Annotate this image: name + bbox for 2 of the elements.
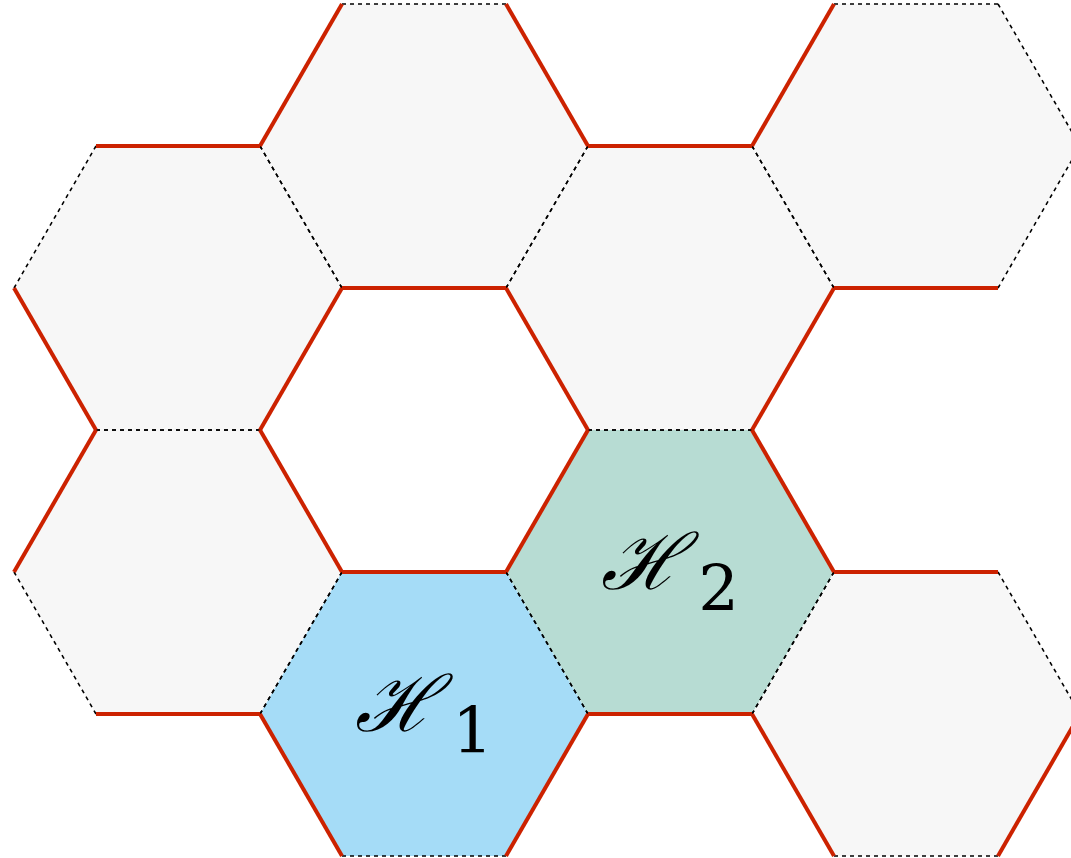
tile-label: ℋ$_{2}$ <box>601 522 739 622</box>
tile-label: ℋ$_{1}$ <box>355 664 493 764</box>
